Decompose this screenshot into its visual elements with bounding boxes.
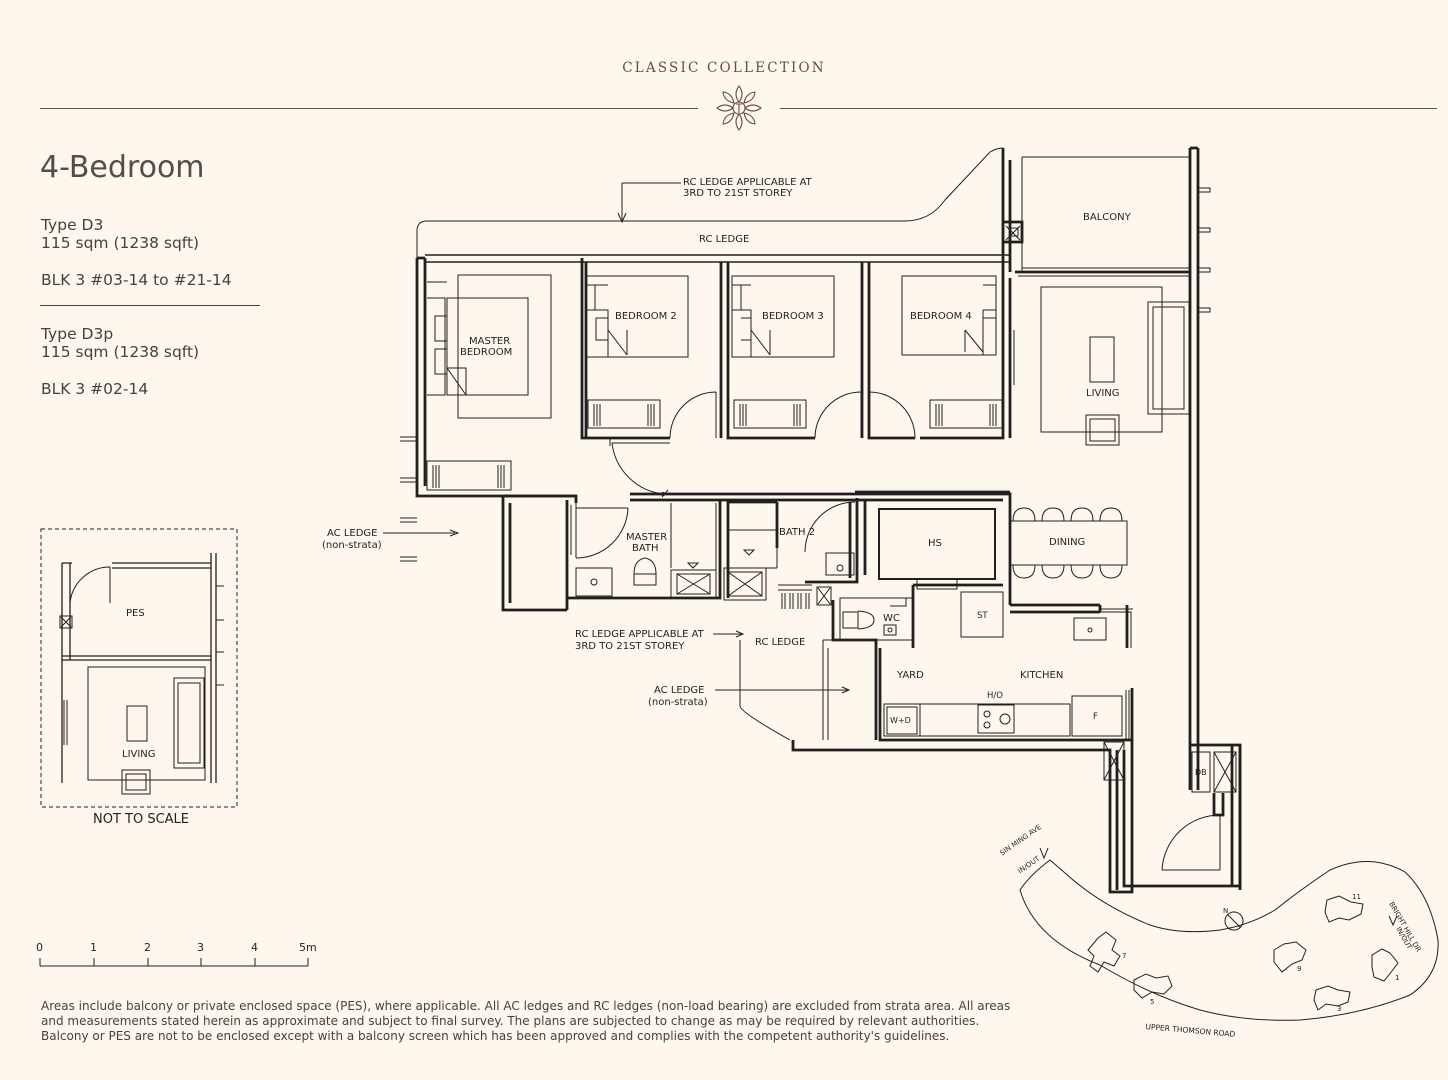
- annotation-ac-mid-l1: AC LEDGE: [654, 685, 705, 696]
- site-block-11: 11: [1352, 893, 1361, 901]
- site-block-7: 7: [1122, 952, 1127, 960]
- room-balcony: BALCONY: [1083, 212, 1131, 223]
- room-wc: WC: [883, 613, 900, 624]
- site-north: N: [1223, 907, 1229, 915]
- site-block-9: 9: [1297, 965, 1302, 973]
- footnote-line-1: Areas include balcony or private enclose…: [41, 999, 1011, 1013]
- site-plan: [1019, 847, 1439, 1021]
- scale-bar: [39, 958, 309, 967]
- unit-title: 4-Bedroom: [40, 150, 205, 185]
- type-d3p-name: Type D3p: [41, 325, 114, 343]
- annotation-ac-mid-l2: (non-strata): [648, 697, 708, 708]
- room-kitchen: KITCHEN: [1020, 670, 1064, 681]
- info-divider: [40, 305, 260, 306]
- annotation-rc-top-l1: RC LEDGE APPLICABLE AT: [683, 177, 812, 188]
- room-dining: DINING: [1049, 537, 1086, 548]
- room-master-bath-l2: BATH: [632, 543, 659, 554]
- annotation-ac-left-l2: (non-strata): [322, 540, 382, 551]
- room-master-bedroom-l2: BEDROOM: [460, 347, 513, 358]
- type-d3p-area: 115 sqm (1238 sqft): [41, 343, 200, 361]
- brand-emblem-icon: [716, 85, 762, 131]
- header-rule-left: [40, 108, 698, 109]
- inset-not-to-scale: NOT TO SCALE: [92, 812, 189, 827]
- site-block-5: 5: [1150, 998, 1155, 1006]
- type-d3-name: Type D3: [41, 216, 104, 234]
- label-fridge: F: [1093, 712, 1098, 722]
- inset-pes-plan: [40, 528, 238, 808]
- scale-tick-1: 1: [90, 941, 97, 954]
- scale-tick-0: 0: [36, 941, 43, 954]
- room-living: LIVING: [1086, 388, 1120, 399]
- scale-tick-2: 2: [144, 941, 151, 954]
- type-d3-blocks: BLK 3 #03-14 to #21-14: [41, 271, 232, 289]
- label-db: DB: [1195, 768, 1207, 777]
- scale-tick-5: 5m: [299, 941, 317, 954]
- header-rule-right: [780, 108, 1437, 109]
- room-st: ST: [977, 611, 988, 621]
- annotation-ac-left-l1: AC LEDGE: [327, 528, 378, 539]
- room-bedroom-3: BEDROOM 3: [762, 311, 824, 322]
- room-bedroom-2: BEDROOM 2: [615, 311, 677, 322]
- type-d3-area: 115 sqm (1238 sqft): [41, 234, 200, 252]
- label-hob: H/O: [987, 691, 1003, 701]
- room-master-bath-l1: MASTER: [626, 532, 668, 543]
- footnote-line-3: Balcony or PES are not to be enclosed ex…: [41, 1029, 950, 1044]
- footnote-line-2: and measurements stated herein as approx…: [41, 1014, 980, 1029]
- type-d3p-blocks: BLK 3 #02-14: [41, 380, 149, 398]
- collection-title: CLASSIC COLLECTION: [622, 60, 826, 76]
- room-yard: YARD: [897, 670, 924, 681]
- label-washer-dryer: W+D: [890, 716, 911, 725]
- room-bedroom-4: BEDROOM 4: [910, 311, 972, 322]
- annotation-rc-ledge-mid: RC LEDGE: [755, 637, 806, 648]
- annotation-rc-top-l2: 3RD TO 21ST STOREY: [683, 188, 793, 199]
- scale-tick-4: 4: [251, 941, 258, 954]
- annotation-rc-mid-l1: RC LEDGE APPLICABLE AT: [575, 629, 704, 640]
- inset-pes-label: PES: [126, 608, 145, 619]
- footnote: Areas include balcony or private enclose…: [41, 999, 1071, 1045]
- room-master-bedroom-l1: MASTER: [469, 336, 511, 347]
- room-bath-2: BATH 2: [779, 527, 816, 538]
- site-block-3: 3: [1337, 1005, 1342, 1013]
- inset-living-label: LIVING: [122, 749, 156, 760]
- scale-tick-3: 3: [197, 941, 204, 954]
- site-block-1: 1: [1395, 974, 1400, 982]
- room-hs: HS: [928, 538, 942, 549]
- annotation-rc-ledge: RC LEDGE: [699, 234, 750, 245]
- annotation-rc-mid-l2: 3RD TO 21ST STOREY: [575, 641, 685, 652]
